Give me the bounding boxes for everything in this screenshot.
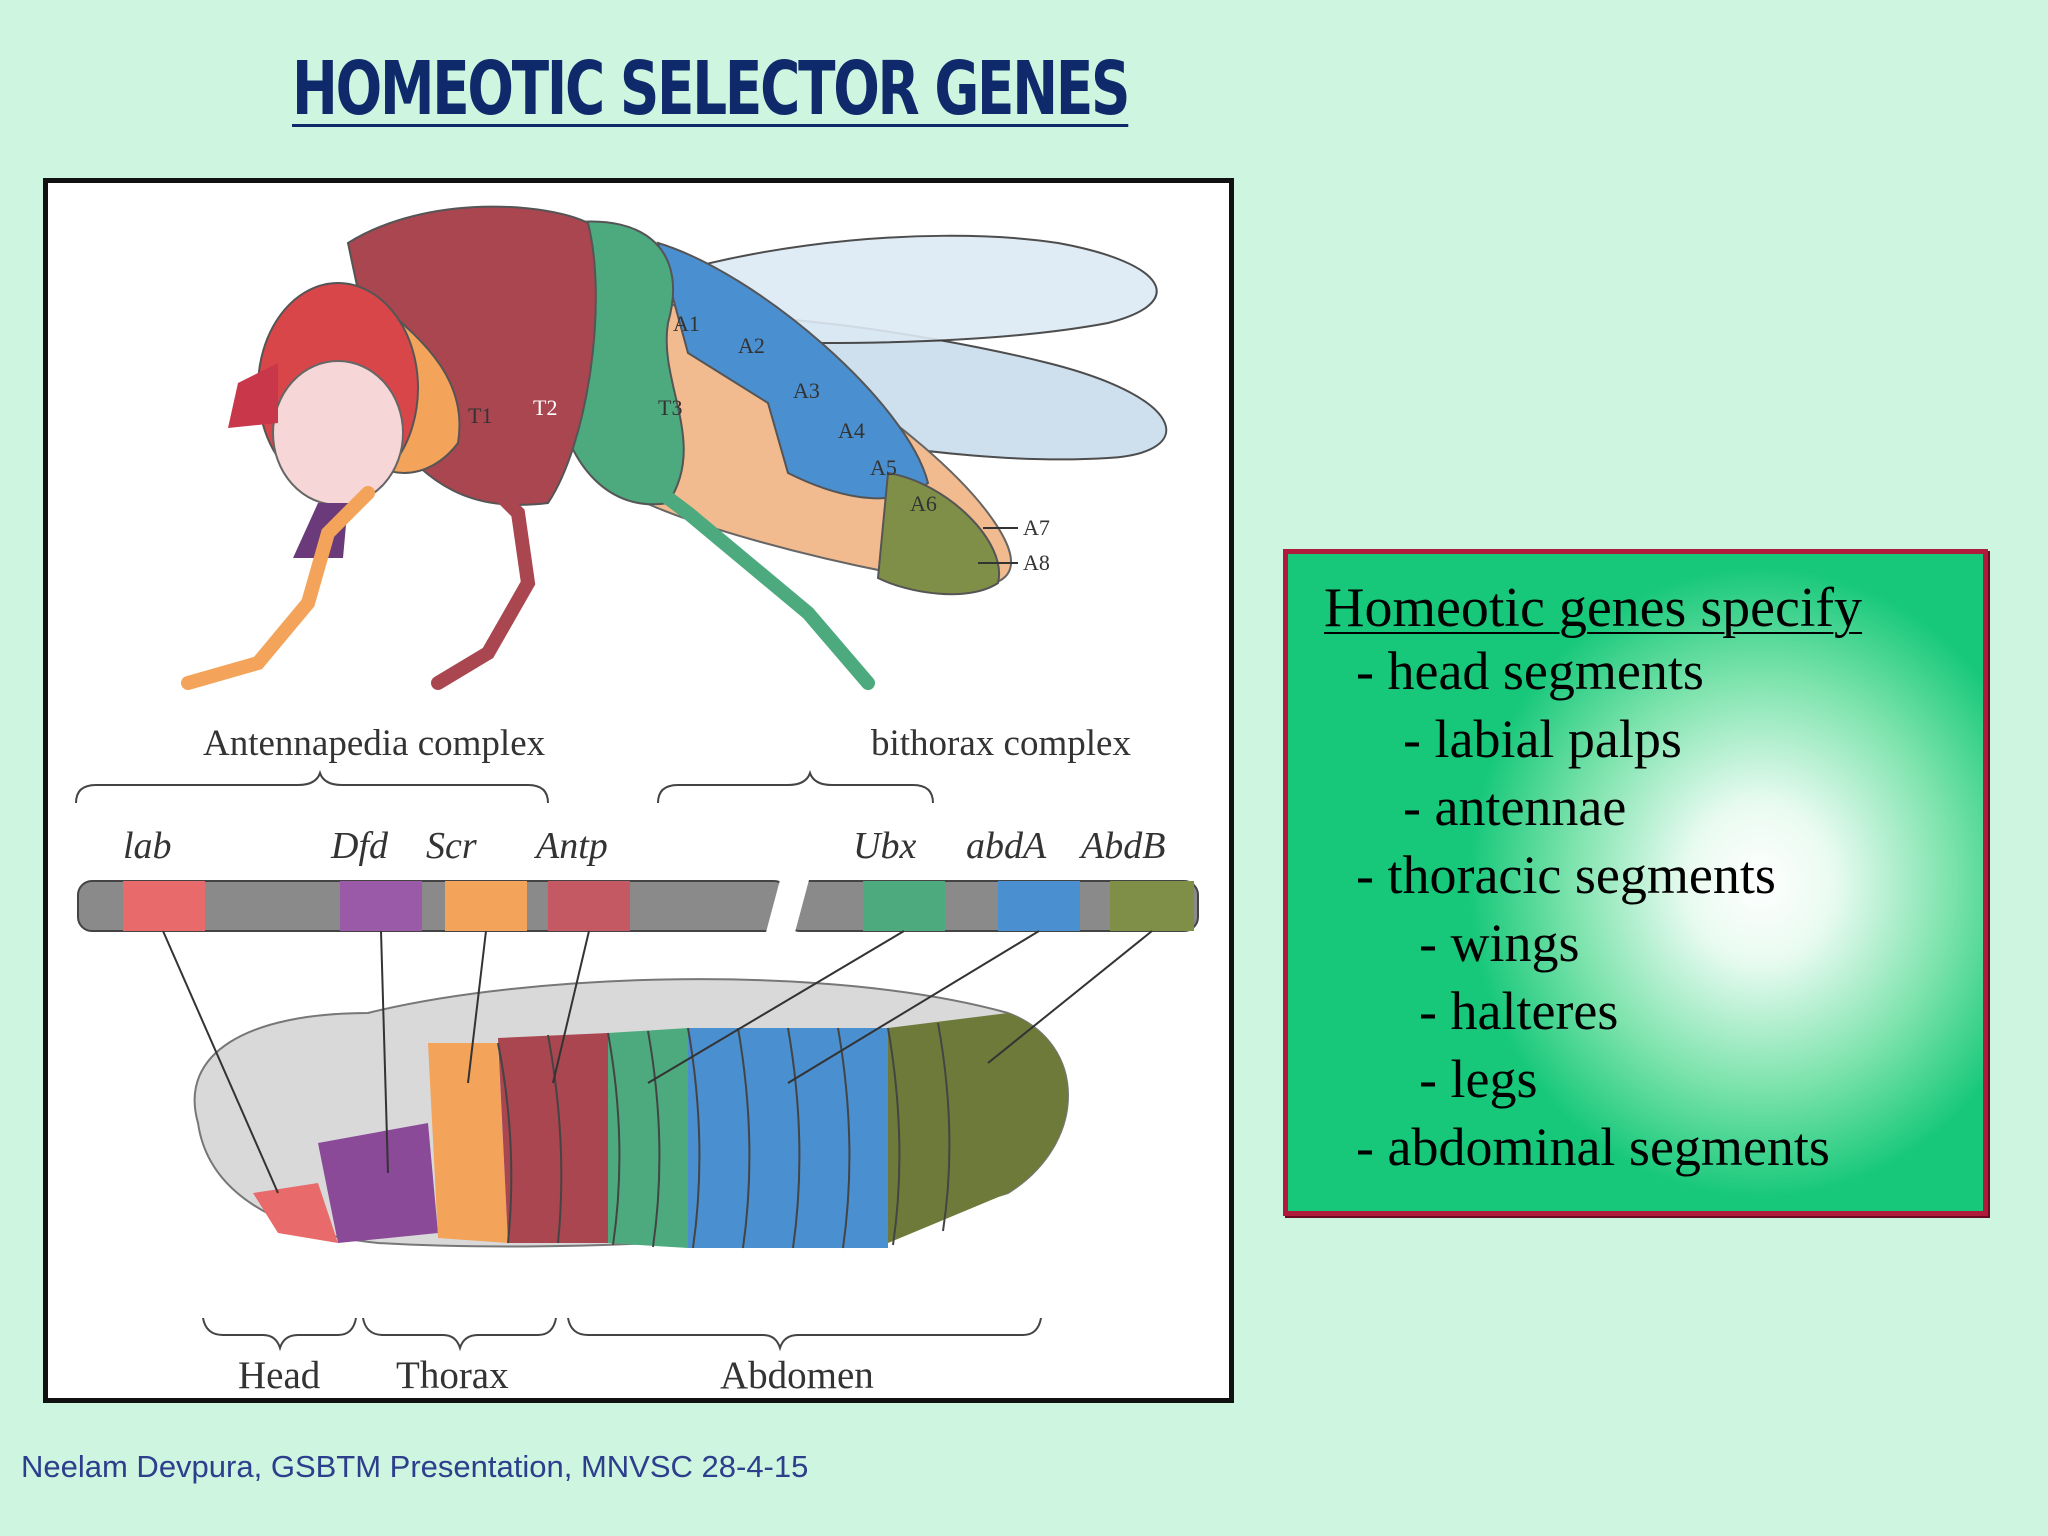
region-label-head: Head <box>238 1354 321 1397</box>
segment-label-a6: A6 <box>910 491 937 516</box>
gene-block-abda <box>998 881 1080 931</box>
fly-leg-middle <box>431 466 536 690</box>
info-item-antennae: - antennae <box>1403 777 1627 837</box>
gene-block-lab <box>123 881 205 931</box>
segment-label-a5: A5 <box>870 455 897 480</box>
region-label-abdomen: Abdomen <box>720 1354 874 1397</box>
info-item-thoracic-segments: - thoracic segments <box>1356 845 1776 905</box>
chromosome-break <box>761 860 813 956</box>
brace-antennapedia <box>75 769 549 804</box>
gene-block-scr <box>445 881 527 931</box>
segment-label-a4: A4 <box>838 418 865 443</box>
gene-label-dfd: Dfd <box>330 825 389 867</box>
info-item-wings: - wings <box>1419 913 1580 973</box>
region-label-thorax: Thorax <box>396 1354 509 1397</box>
gene-label-lab: lab <box>123 825 172 867</box>
segment-label-a2: A2 <box>738 333 765 358</box>
embryo-thorax-scr <box>428 1043 508 1243</box>
embryo-abdomen-abda <box>688 1028 888 1248</box>
info-item-halteres: - halteres <box>1419 981 1619 1041</box>
embryo <box>193 978 1069 1249</box>
brace-abdomen <box>567 1317 1042 1352</box>
segment-label-t2: T2 <box>533 395 557 420</box>
gene-block-dfd <box>340 881 422 931</box>
brace-thorax <box>362 1317 557 1352</box>
info-item-legs: - legs <box>1419 1049 1538 1109</box>
gene-label-ubx: Ubx <box>853 825 916 867</box>
fly-antenna <box>228 363 278 428</box>
embryo-head-dfd <box>318 1123 438 1243</box>
gene-block-ubx <box>863 881 945 931</box>
segment-label-a3: A3 <box>793 378 820 403</box>
embryo-abdomen-ubx <box>608 1028 688 1248</box>
brace-bithorax <box>657 769 934 804</box>
embryo-abdomen-abdb <box>888 1013 1068 1243</box>
fly-eye <box>272 360 404 506</box>
embryo-thorax-antp <box>498 1033 608 1243</box>
gene-label-abda: abdA <box>966 825 1047 867</box>
brace-head <box>202 1317 357 1352</box>
fly-diagram: A1 A2 A3 A4 A5 A6 A7 A8 T1 T2 T3 Antenna… <box>75 205 1199 1397</box>
segment-label-a8: A8 <box>1023 550 1050 575</box>
slide-title: HOMEOTIC SELECTOR GENES <box>292 46 1130 132</box>
homeotic-gene-figure: A1 A2 A3 A4 A5 A6 A7 A8 T1 T2 T3 Antenna… <box>43 178 1234 1403</box>
complex-label-antennapedia: Antennapedia complex <box>203 723 546 764</box>
info-item-head-segments: - head segments <box>1356 641 1704 701</box>
complex-label-bithorax: bithorax complex <box>871 723 1131 764</box>
segment-label-t1: T1 <box>468 403 492 428</box>
segment-label-t3: T3 <box>658 395 682 420</box>
segment-label-a7: A7 <box>1023 515 1050 540</box>
info-heading: Homeotic genes specify <box>1324 577 1863 639</box>
adult-fly: A1 A2 A3 A4 A5 A6 A7 A8 T1 T2 T3 <box>181 205 1168 690</box>
fly-mouthparts <box>293 503 348 558</box>
chromosome-dna <box>77 860 1199 956</box>
fly-abdomen-dorsal-blue <box>656 241 930 500</box>
footer-credit: Neelam Devpura, GSBTM Presentation, MNVS… <box>21 1449 809 1484</box>
info-item-abdominal-segments: - abdominal segments <box>1356 1117 1830 1177</box>
gene-label-abdb: AbdB <box>1078 825 1165 867</box>
info-item-labial-palps: - labial palps <box>1403 709 1682 769</box>
fly-leg-front <box>181 486 375 690</box>
gene-block-antp <box>548 881 630 931</box>
segment-label-a1: A1 <box>673 311 700 336</box>
fly-leg-hind <box>641 476 875 690</box>
gene-block-abdb <box>1110 881 1194 931</box>
gene-label-antp: Antp <box>533 825 608 867</box>
embryo-head-lab <box>253 1183 338 1243</box>
gene-label-scr: Scr <box>426 825 477 867</box>
homeotic-functions-box: Homeotic genes specify - head segments -… <box>1283 549 1988 1216</box>
fly-abdomen-tip <box>876 471 1001 596</box>
gene-mapping-lines <box>162 930 1153 1194</box>
